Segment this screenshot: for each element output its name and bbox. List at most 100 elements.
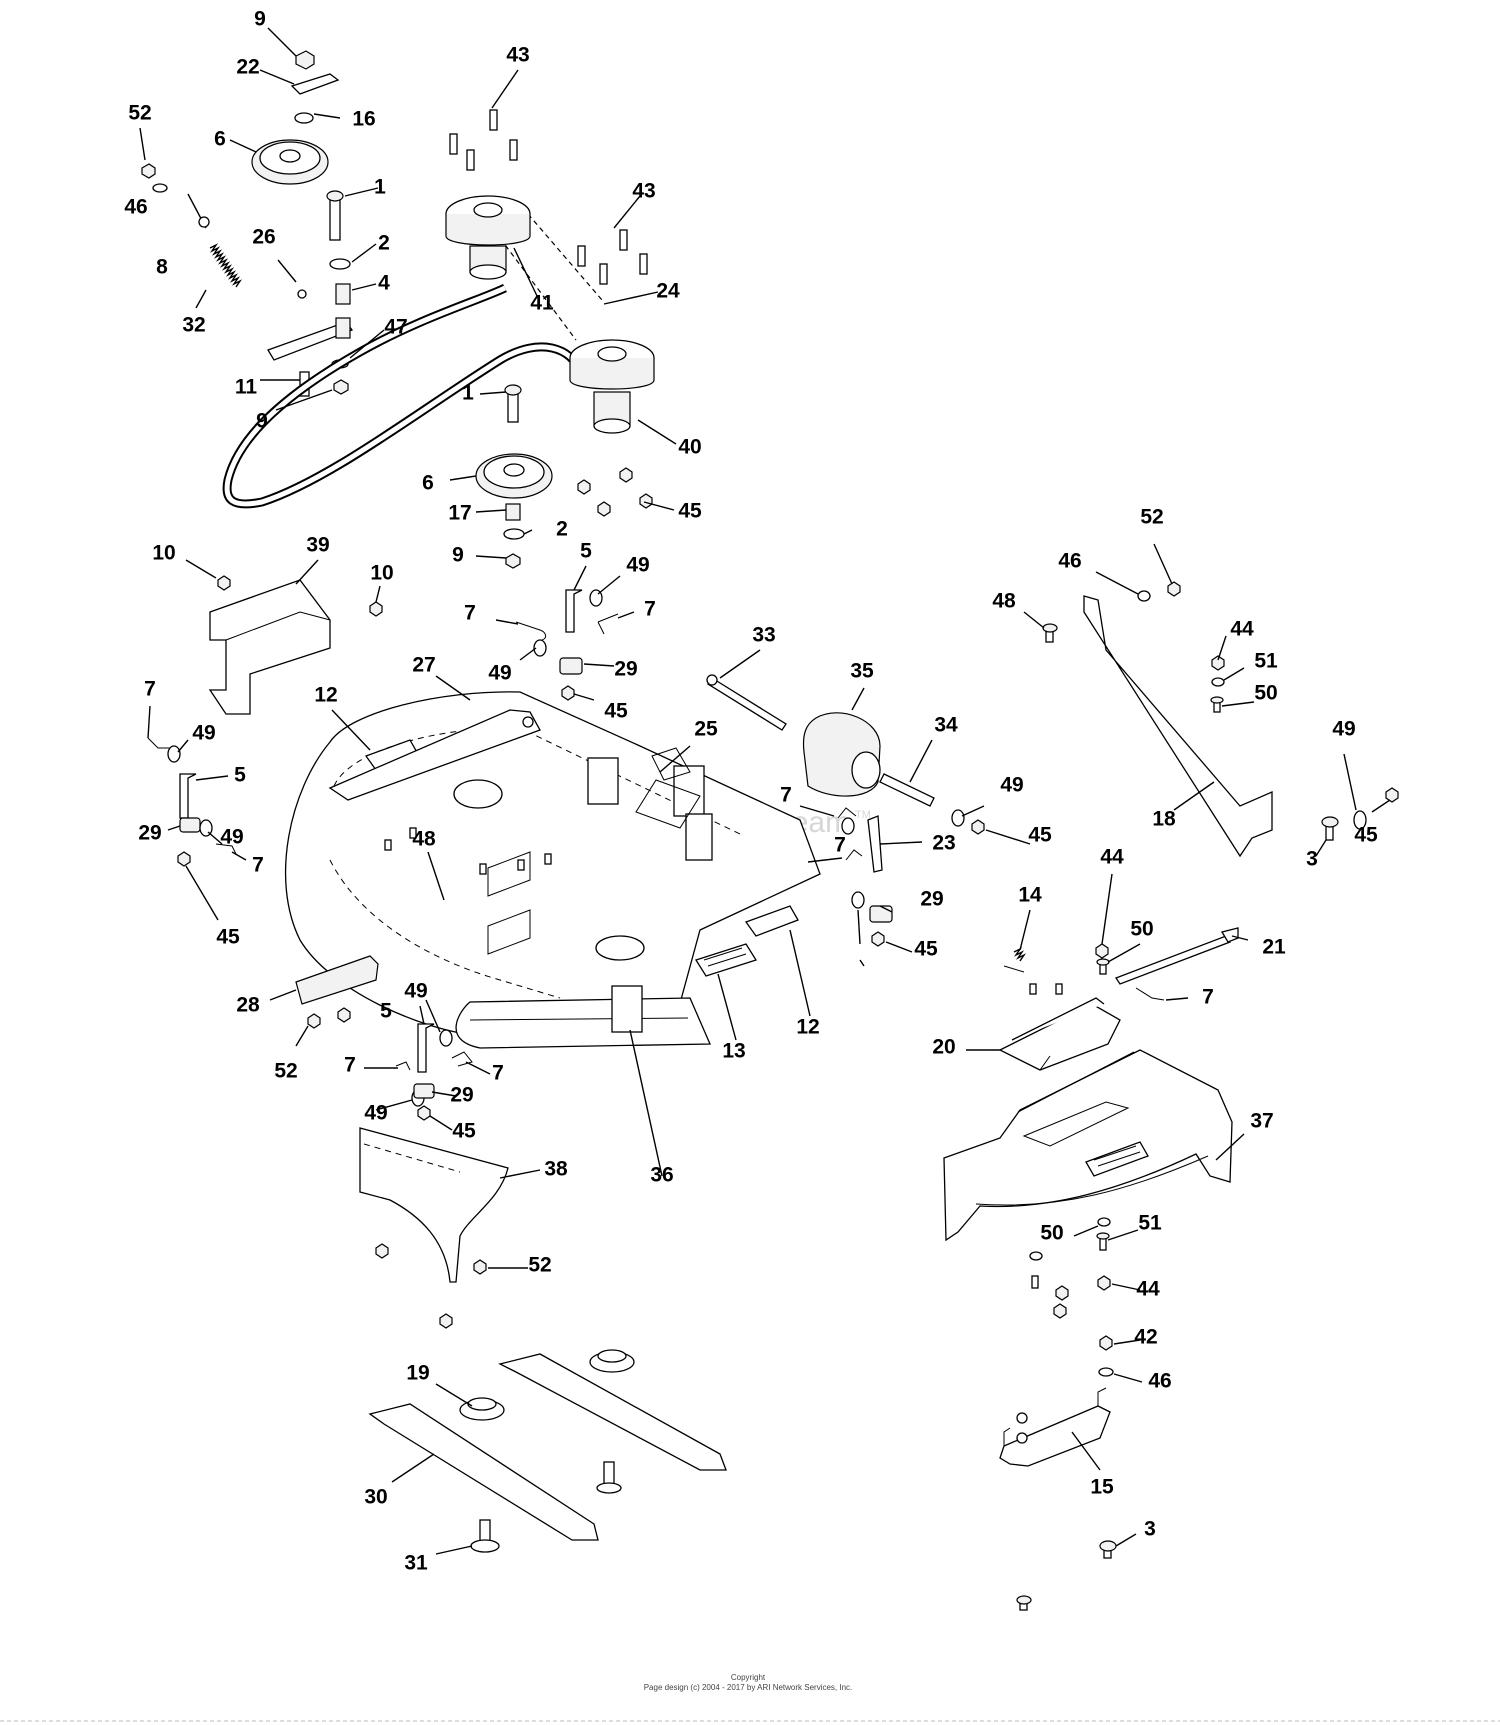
callout-label: 29 xyxy=(138,822,161,845)
washer-49-right xyxy=(1353,810,1367,830)
callout-label: 26 xyxy=(252,226,275,249)
callout-label: 7 xyxy=(344,1054,356,1077)
callout-label: 8 xyxy=(156,256,168,279)
nut-45-low xyxy=(417,1105,431,1121)
bracket-20 xyxy=(998,997,1121,1071)
callout-label: 16 xyxy=(352,108,375,131)
callout-label: 45 xyxy=(1028,824,1052,847)
washer-46-lower xyxy=(1098,1367,1114,1377)
nut-9-low xyxy=(505,553,521,569)
nut-45-center xyxy=(971,819,985,835)
callout-label: 44 xyxy=(1100,846,1124,869)
callout-label: 46 xyxy=(1148,1370,1171,1393)
pin-7-left-low xyxy=(215,843,237,855)
nut-44-lower xyxy=(1097,1275,1111,1291)
rod-23 xyxy=(867,815,883,873)
bracket-28 xyxy=(295,955,379,1005)
callout-label: 49 xyxy=(404,980,427,1003)
callout-label: 40 xyxy=(678,436,701,459)
callout-label: 31 xyxy=(404,1552,428,1575)
blade-bolt-31 xyxy=(470,1519,500,1553)
nut-52-top-left xyxy=(141,163,156,179)
callout-label: 10 xyxy=(152,542,175,565)
rod-5-left xyxy=(179,773,197,819)
pin-7-left xyxy=(147,737,170,749)
washer-49-mid xyxy=(533,639,547,657)
callout-label: 36 xyxy=(650,1164,673,1187)
callout-label: 17 xyxy=(448,502,471,525)
mount-bar-18 xyxy=(1083,595,1273,858)
pin-7-center xyxy=(837,807,857,819)
belt-shield-39 xyxy=(208,579,331,715)
spacer-4 xyxy=(335,283,351,305)
roller-shaft-34 xyxy=(879,773,935,807)
callout-label: 5 xyxy=(234,764,246,787)
callout-label: 35 xyxy=(850,660,874,683)
callout-label: 49 xyxy=(192,722,215,745)
callout-label: 44 xyxy=(1230,618,1254,641)
wheel-29-low xyxy=(413,1083,435,1099)
nut-44-right xyxy=(1211,655,1225,671)
callout-label: 27 xyxy=(412,654,435,677)
callout-label: 45 xyxy=(1354,824,1378,847)
callout-label: 46 xyxy=(1058,550,1081,573)
callout-label: 23 xyxy=(932,832,955,855)
callout-label: 28 xyxy=(236,994,260,1017)
callout-label: 3 xyxy=(1306,848,1318,871)
bolt-3-lower xyxy=(1099,1540,1117,1559)
mower-deck-36 xyxy=(284,691,821,1049)
nut-42 xyxy=(1099,1335,1113,1351)
nut-extra-1 xyxy=(375,1243,389,1259)
callout-label: 32 xyxy=(182,314,205,337)
callout-label: 29 xyxy=(920,888,943,911)
callout-label: 44 xyxy=(1136,1278,1160,1301)
nut-45-center-2 xyxy=(871,931,885,947)
callout-label: 7 xyxy=(144,678,156,701)
callout-label: 48 xyxy=(992,590,1016,613)
callout-label: 47 xyxy=(384,316,407,339)
callout-label: 6 xyxy=(422,472,434,495)
nut-45-right xyxy=(1385,787,1399,803)
nut-52-chute xyxy=(473,1259,487,1275)
callout-label: 9 xyxy=(256,410,268,433)
decal-12-right xyxy=(744,905,799,937)
callout-label: 51 xyxy=(1254,650,1278,673)
callout-label: 41 xyxy=(530,292,554,315)
callout-label: 45 xyxy=(452,1120,476,1143)
bolt-50-right xyxy=(1210,696,1224,713)
nuts-52-left xyxy=(307,1007,351,1029)
washer-51-right xyxy=(1211,677,1225,687)
roller-35 xyxy=(802,712,881,797)
bolt-48-right xyxy=(1042,623,1058,643)
screw-10-right xyxy=(369,601,383,617)
nut-9-mid xyxy=(333,379,349,395)
bushing-16 xyxy=(294,112,314,124)
bolt-1-mid xyxy=(504,384,522,423)
callout-label: 19 xyxy=(406,1362,429,1385)
wheel-29-top xyxy=(559,657,583,675)
screw-10-left xyxy=(217,575,231,591)
watermark-tm: TM xyxy=(855,809,871,821)
callout-label: 45 xyxy=(914,938,938,961)
callout-label: 2 xyxy=(378,232,390,255)
callout-label: 10 xyxy=(370,562,393,585)
nut-44-mid-right xyxy=(1095,943,1109,959)
wheel-29-left xyxy=(179,817,201,833)
axle-bolt-33 xyxy=(706,674,787,731)
bracket-15 xyxy=(999,1387,1111,1467)
callout-label: 34 xyxy=(934,714,958,737)
idler-pulley-6-top xyxy=(251,139,329,185)
nut-9-top xyxy=(295,50,315,70)
callout-label: 7 xyxy=(1202,986,1214,1009)
callout-label: 29 xyxy=(450,1084,473,1107)
callout-label: 49 xyxy=(626,554,649,577)
callout-label: 9 xyxy=(452,544,464,567)
callout-label: 5 xyxy=(380,1000,392,1023)
callout-label: 25 xyxy=(694,718,718,741)
bolt-1-top xyxy=(326,190,344,241)
chute-deflector-38 xyxy=(359,1127,509,1283)
washer-49-low xyxy=(439,1029,453,1047)
callout-label: 45 xyxy=(678,500,702,523)
callout-label: 50 xyxy=(1130,918,1153,941)
nut-45-left xyxy=(177,851,191,867)
